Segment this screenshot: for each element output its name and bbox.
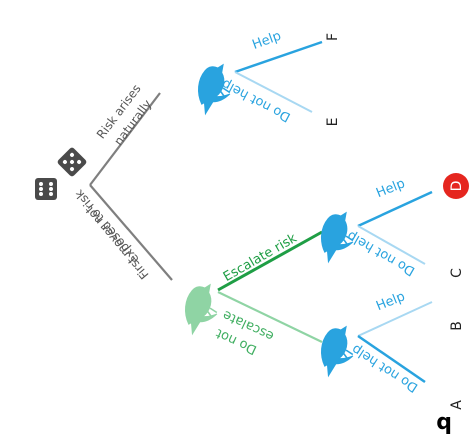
label-help-top: Help [250,29,283,53]
outcome-e: E [325,118,341,127]
branch-do-not-help-bottom [357,334,426,384]
branch-do-not-help-top [234,71,313,113]
branch-do-not-escalate [217,291,323,343]
outcome-f: F [325,33,341,41]
label-escalate-risk: Escalate risk [221,231,300,285]
label-first-mover-2: exposed to risk [72,187,142,266]
outcome-c: C [449,268,465,278]
panel-label: b [436,411,452,435]
highlight-circle [443,173,469,199]
branch-first-mover [89,184,173,281]
branch-risk-arises [89,92,161,186]
branch-help-bottom [357,301,433,337]
dice-icon [35,147,87,200]
outcome-a: A [449,400,465,410]
branch-help-top [234,40,323,74]
label-help-bottom: Help [374,289,407,314]
branch-escalate-risk [217,230,323,292]
label-help-mid: Help [374,176,407,201]
branch-help-mid [357,190,433,228]
branch-do-not-help-mid [357,225,426,265]
label-do-not-help-bottom: Do not help [349,341,421,395]
outcome-d: D [449,181,465,192]
outcome-b: B [449,321,465,331]
